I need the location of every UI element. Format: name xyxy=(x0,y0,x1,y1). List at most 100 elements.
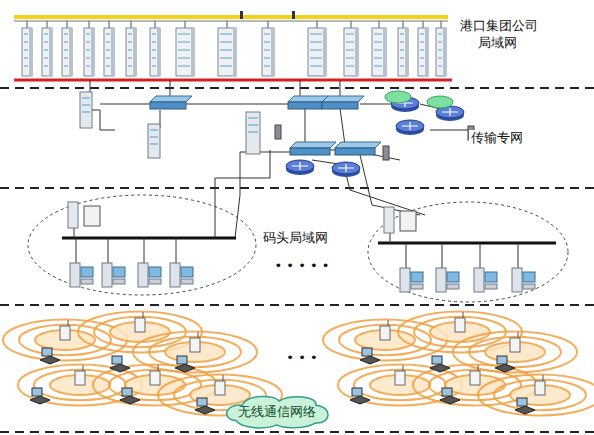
access-point xyxy=(455,312,465,332)
network-cable xyxy=(305,108,306,145)
server-rack xyxy=(344,21,358,76)
lan-bus xyxy=(62,237,236,240)
radio-coverage xyxy=(133,332,257,373)
layer-divider xyxy=(0,187,594,189)
access-point xyxy=(535,375,545,395)
label-text: 港口集团公司 局域网 xyxy=(458,18,538,50)
server-rack xyxy=(176,21,194,76)
workstation xyxy=(70,238,93,287)
access-point xyxy=(135,312,145,332)
server-rack xyxy=(104,21,114,76)
access-point xyxy=(75,365,85,385)
wan-cloud xyxy=(427,96,453,108)
server-rack xyxy=(372,21,386,76)
laptop xyxy=(350,388,370,404)
radio-coverage xyxy=(3,320,127,361)
network-switch xyxy=(322,96,364,109)
laptop xyxy=(120,388,140,404)
network-cable xyxy=(340,108,345,145)
server-rack xyxy=(62,21,72,76)
access-point xyxy=(470,365,480,385)
layer-label: 港口集团公司 局域网 xyxy=(452,18,544,52)
radio-coverage xyxy=(338,365,462,406)
network-router xyxy=(286,160,314,175)
radio-coverage xyxy=(413,365,537,406)
lan-boundary xyxy=(368,202,568,302)
backbone-yellow xyxy=(14,15,448,19)
server-tower xyxy=(80,92,92,128)
laptop xyxy=(30,388,50,404)
lan-bus xyxy=(378,242,556,245)
server-rack xyxy=(398,21,408,76)
radio-coverage xyxy=(339,325,431,355)
network-switch xyxy=(335,142,381,155)
server-rack xyxy=(308,21,326,76)
radio-coverage xyxy=(18,365,142,406)
network-cable xyxy=(170,80,171,98)
network-router xyxy=(332,162,360,177)
layer-label: • • • xyxy=(280,350,324,367)
layer-label: • • • • • xyxy=(262,258,342,275)
layer-divider xyxy=(0,431,594,433)
server-rack xyxy=(436,21,446,76)
lan-server xyxy=(68,202,100,238)
label-text: 传输专网 xyxy=(469,130,525,145)
laptop xyxy=(195,398,215,414)
gateway-device xyxy=(275,125,281,139)
workstation xyxy=(474,243,497,292)
layer-divider xyxy=(0,304,594,306)
network-cable xyxy=(100,104,150,105)
radio-coverage xyxy=(323,320,447,361)
laptop xyxy=(495,356,515,372)
radio-coverage xyxy=(149,337,241,367)
cloud-node: 无线通信网络 xyxy=(223,395,331,429)
network-cable xyxy=(360,155,420,215)
lan-server xyxy=(384,207,416,243)
radio-coverage xyxy=(19,325,111,355)
network-cable xyxy=(215,150,270,238)
server-rack xyxy=(262,21,274,76)
server-tower xyxy=(246,112,260,154)
workstation xyxy=(512,243,535,292)
backbone-grey xyxy=(14,20,448,22)
access-point xyxy=(395,365,405,385)
label-text: • • • • • xyxy=(273,258,332,273)
label-text: 码头局域网 xyxy=(261,230,330,245)
radio-coverage xyxy=(469,337,561,367)
access-point xyxy=(60,320,70,340)
network-router xyxy=(396,120,424,135)
workstation xyxy=(138,238,161,287)
radio-coverage xyxy=(354,370,446,400)
access-point xyxy=(150,365,160,385)
radio-coverage xyxy=(494,380,586,410)
radio-coverage xyxy=(478,375,594,416)
gateway-device xyxy=(383,146,389,160)
laptop xyxy=(40,348,60,364)
network-cable xyxy=(185,104,290,105)
workstation xyxy=(436,243,459,292)
server-rack xyxy=(22,21,32,76)
lan-boundary xyxy=(28,195,256,295)
layer-label: 码头局域网 xyxy=(250,230,340,247)
server-tower xyxy=(148,124,160,158)
access-point xyxy=(380,320,390,340)
radio-coverage xyxy=(93,365,217,406)
network-cable xyxy=(430,130,470,131)
access-point xyxy=(190,332,200,352)
laptop xyxy=(430,356,450,372)
bus-marker xyxy=(240,11,243,19)
server-rack xyxy=(84,21,94,76)
network-switch xyxy=(290,142,336,155)
network-cable xyxy=(92,110,115,130)
network-switch xyxy=(150,96,192,109)
laptop xyxy=(360,348,380,364)
server-rack xyxy=(150,21,160,76)
network-cable xyxy=(360,104,392,105)
layer-divider xyxy=(0,87,594,89)
backbone-red xyxy=(14,79,452,82)
server-rack xyxy=(126,21,136,76)
workstation xyxy=(102,238,125,287)
